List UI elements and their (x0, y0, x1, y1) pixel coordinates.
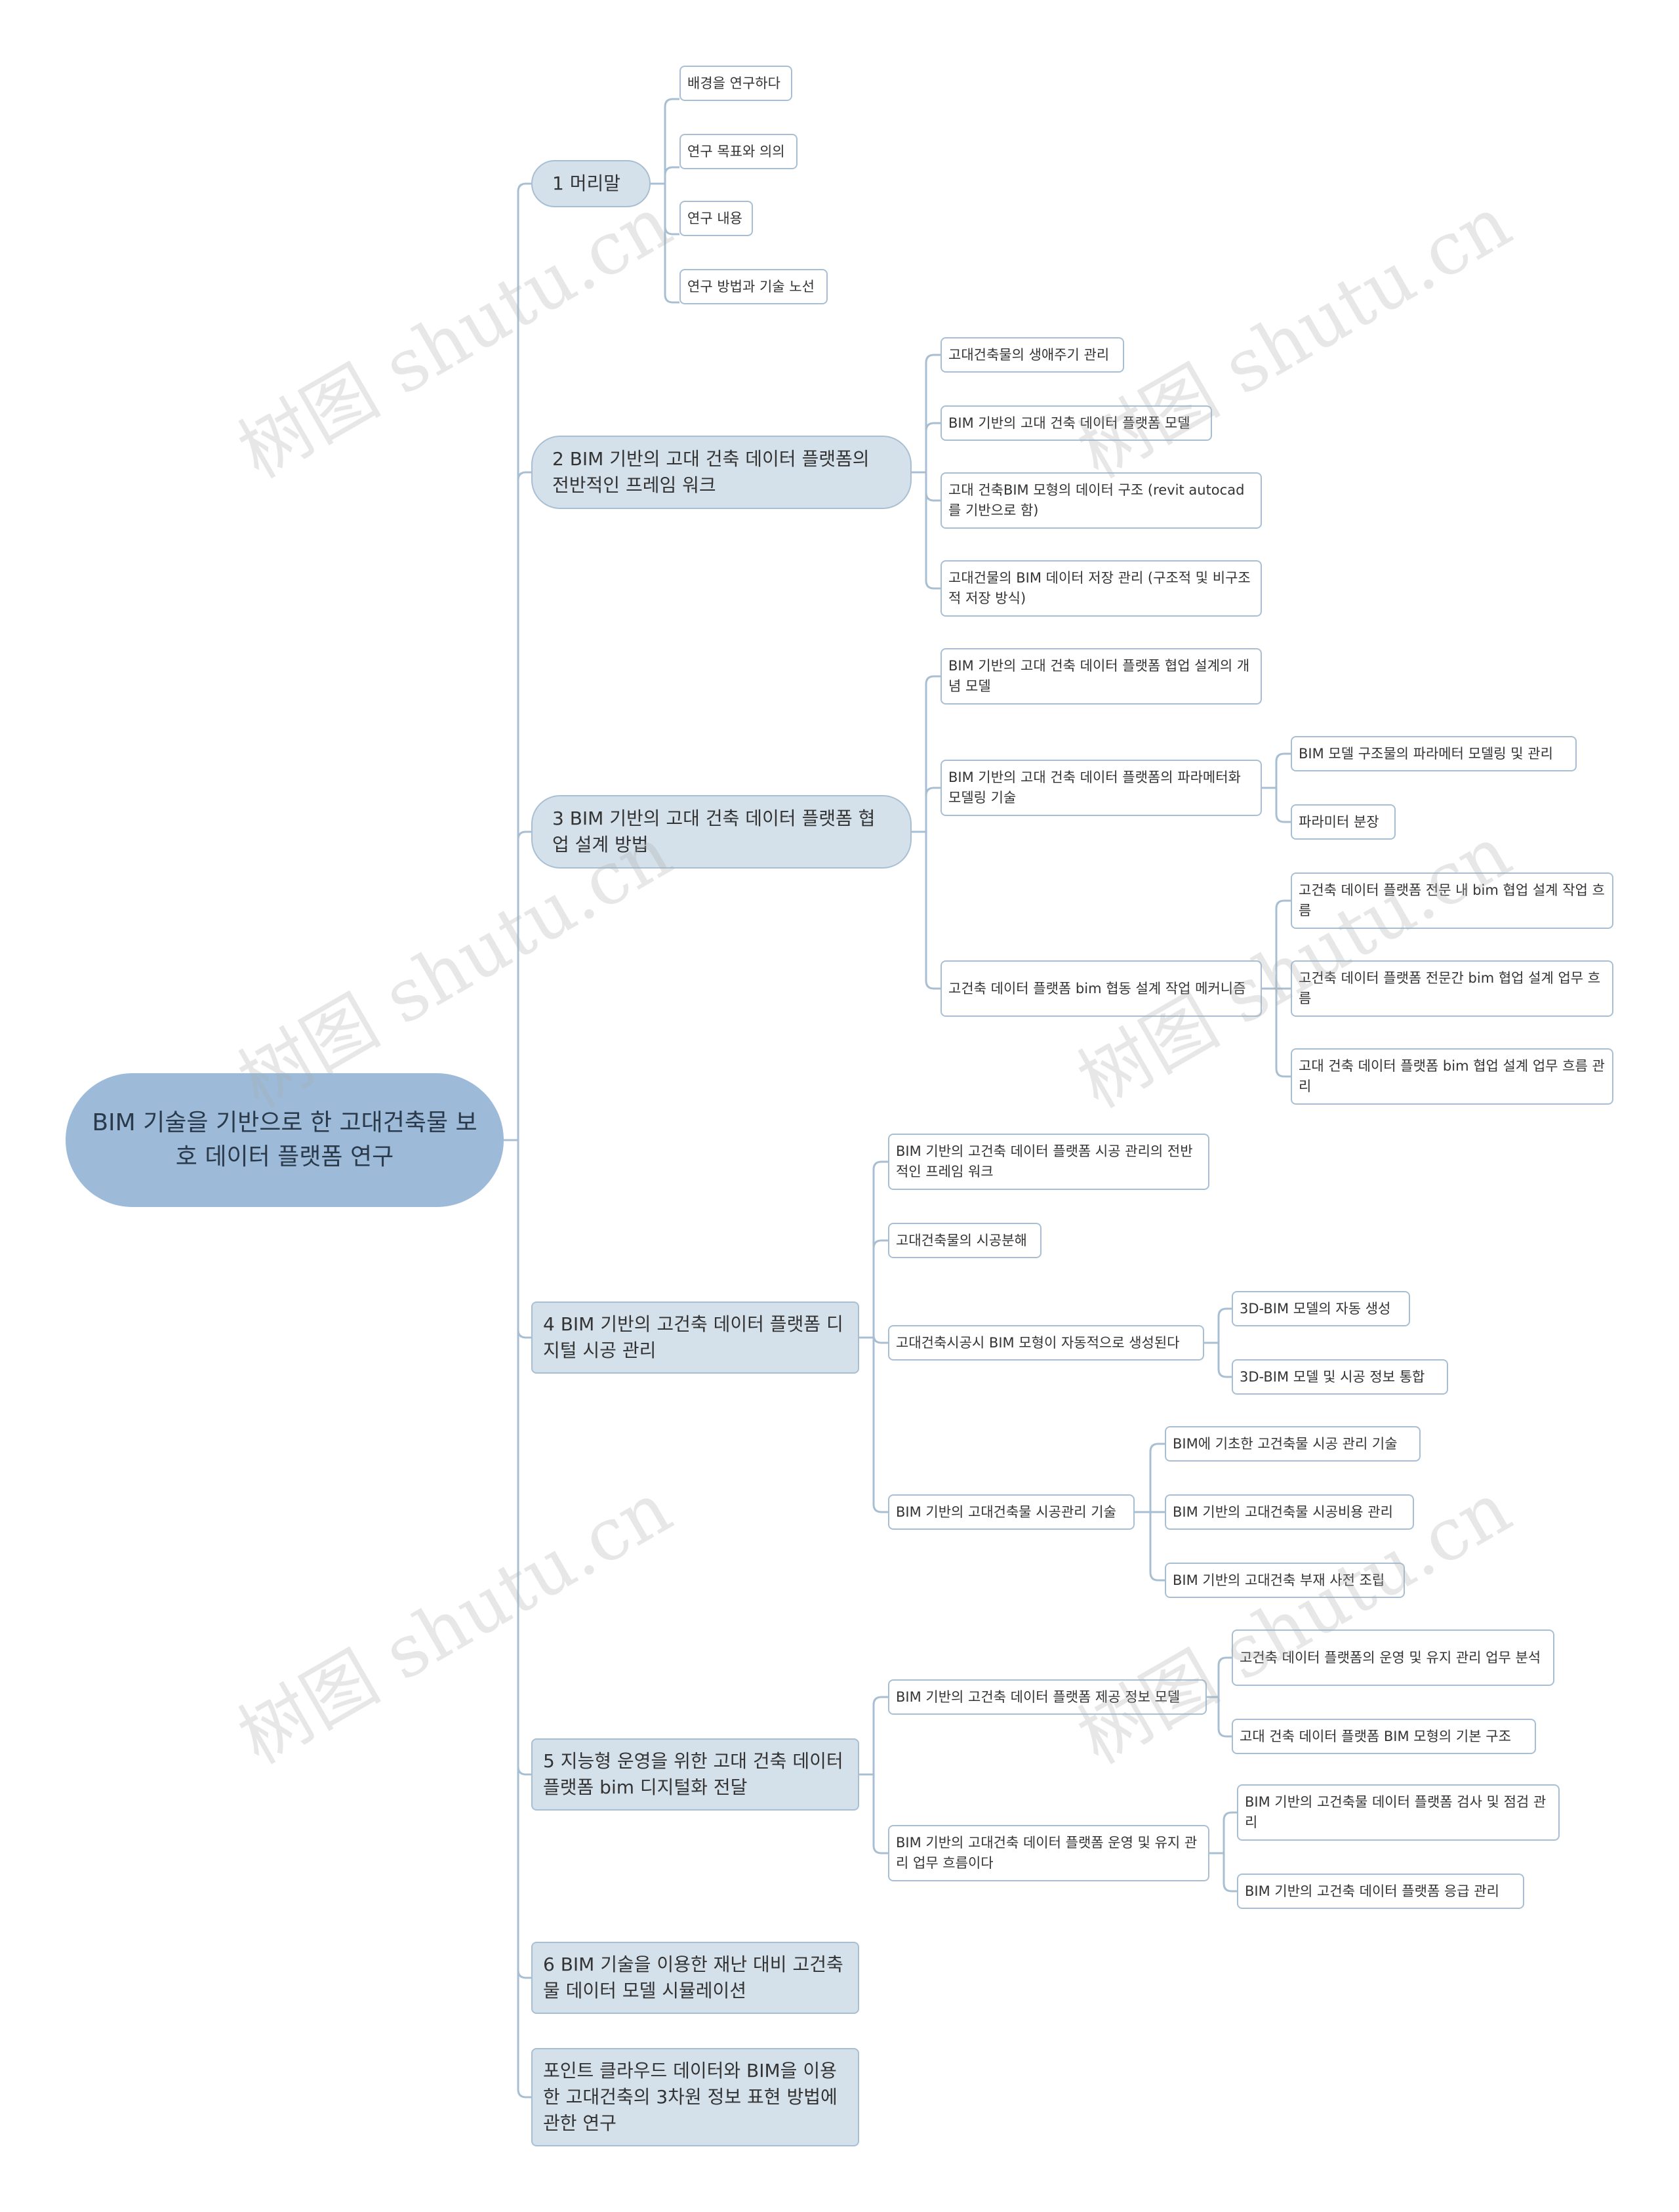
connector-line (925, 422, 941, 472)
leaf-cooperation-mechanism[interactable]: 고건축 데이터 플랫폼 bim 협동 설계 작업 메커니즘 (941, 960, 1262, 1017)
connector-line (1217, 1343, 1232, 1378)
connector-line (1223, 1853, 1237, 1893)
leaf-data-structure[interactable]: 고대 건축BIM 모형의 데이터 구조 (revit autocad를 기반으로… (941, 472, 1262, 529)
leaf-construction-tech[interactable]: BIM 기반의 고대건축물 시공관리 기술 (888, 1494, 1135, 1530)
connector-line (517, 1140, 531, 2099)
connector-line (872, 1239, 888, 1338)
leaf-inter-discipline-workflow[interactable]: 고건축 데이터 플랫폼 전문간 bim 협업 설계 업무 흐름 (1291, 960, 1613, 1017)
leaf-intra-discipline-workflow[interactable]: 고건축 데이터 플랫폼 전문 내 bim 협업 설계 작업 흐름 (1291, 872, 1613, 929)
leaf-concept-model[interactable]: BIM 기반의 고대 건축 데이터 플랫폼 협업 설계의 개념 모델 (941, 648, 1262, 705)
leaf-parameter-management[interactable]: BIM 모델 구조물의 파라메터 모델링 및 관리 (1291, 736, 1577, 771)
connector-line (517, 1140, 531, 1339)
branch-disaster-simulation[interactable]: 6 BIM 기술을 이용한 재난 대비 고건축물 데이터 모델 시뮬레이션 (531, 1942, 859, 2014)
connector-line (1149, 1443, 1165, 1512)
connector-line (664, 166, 679, 184)
connector-line (1275, 989, 1291, 1078)
connector-line (872, 1334, 888, 1344)
leaf-research-background[interactable]: 배경을 연구하다 (679, 66, 792, 101)
leaf-emergency-management[interactable]: BIM 기반의 고건축 데이터 플랫폼 응급 관리 (1237, 1874, 1524, 1909)
leaf-prefabrication[interactable]: BIM 기반의 고대건축 부재 사전 조립 (1165, 1563, 1405, 1598)
leaf-parameter-assignment[interactable]: 파라미터 분장 (1291, 804, 1396, 840)
branch-introduction[interactable]: 1 머리말 (531, 160, 651, 207)
leaf-3d-bim-auto[interactable]: 3D-BIM 모델의 자동 생성 (1232, 1291, 1410, 1326)
connector-line (1217, 1656, 1232, 1697)
connector-line (517, 471, 531, 1140)
leaf-construction-decomposition[interactable]: 고대건축물의 시공분해 (888, 1223, 1042, 1258)
connector-line (517, 1140, 531, 1979)
connector-line (925, 675, 941, 832)
connector-line (872, 1774, 888, 1854)
connector-line (872, 1696, 888, 1774)
leaf-maintenance-analysis[interactable]: 고건축 데이터 플랫폼의 운영 및 유지 관리 업무 분석 (1232, 1629, 1554, 1686)
root-topic[interactable]: BIM 기술을 기반으로 한 고대건축물 보호 데이터 플랫폼 연구 (66, 1073, 504, 1207)
leaf-research-goals[interactable]: 연구 목표와 의의 (679, 134, 798, 169)
branch-point-cloud[interactable]: 포인트 클라우드 데이터와 BIM을 이용한 고대건축의 3차원 정보 표현 방… (531, 2048, 859, 2146)
leaf-research-content[interactable]: 연구 내용 (679, 201, 753, 236)
leaf-construction-framework[interactable]: BIM 기반의 고건축 데이터 플랫폼 시공 관리의 전반적인 프레임 워크 (888, 1134, 1209, 1190)
connector-line (872, 1338, 888, 1513)
connector-line (925, 472, 941, 502)
leaf-construction-management-tech[interactable]: BIM에 기초한 고건축물 시공 관리 기술 (1165, 1426, 1421, 1462)
connector-line (1217, 1697, 1232, 1738)
connector-line (925, 787, 941, 832)
leaf-3d-bim-integration[interactable]: 3D-BIM 모델 및 시공 정보 통합 (1232, 1359, 1448, 1395)
leaf-data-storage[interactable]: 고대건물의 BIM 데이터 저장 관리 (구조적 및 비구조적 저장 방식) (941, 560, 1262, 617)
connector-line (1275, 752, 1291, 788)
branch-construction-management[interactable]: 4 BIM 기반의 고건축 데이터 플랫폼 디지털 시공 관리 (531, 1301, 859, 1374)
leaf-operation-workflow[interactable]: BIM 기반의 고대건축 데이터 플랫폼 운영 및 유지 관리 업무 흐름이다 (888, 1825, 1209, 1881)
connector-line (1275, 899, 1291, 989)
leaf-cost-management[interactable]: BIM 기반의 고대건축물 시공비용 관리 (1165, 1494, 1414, 1530)
leaf-parametric-modeling[interactable]: BIM 기반의 고대 건축 데이터 플랫폼의 파라메터화 모델링 기술 (941, 760, 1262, 816)
connector-line (1275, 788, 1291, 823)
connector-line (925, 354, 941, 472)
branch-digital-delivery[interactable]: 5 지능형 운영을 위한 고대 건축 데이터 플랫폼 bim 디지털화 전달 (531, 1738, 859, 1811)
connector-line (664, 184, 679, 304)
connector-line (1149, 1512, 1165, 1582)
connector-line (1217, 1307, 1232, 1343)
connector-line (1223, 1811, 1237, 1853)
leaf-workflow-management[interactable]: 고대 건축 데이터 플랫폼 bim 협업 설계 업무 흐름 관리 (1291, 1048, 1613, 1105)
leaf-auto-generated-model[interactable]: 고대건축시공시 BIM 모형이 자동적으로 생성된다 (888, 1325, 1204, 1361)
connector-line (872, 1160, 888, 1338)
connector-line (925, 832, 941, 990)
branch-collaborative-design[interactable]: 3 BIM 기반의 고대 건축 데이터 플랫폼 협업 설계 방법 (531, 795, 912, 869)
connector-line (664, 184, 679, 236)
connector-line (517, 182, 531, 1140)
leaf-model-basic-structure[interactable]: 고대 건축 데이터 플랫폼 BIM 모형의 기본 구조 (1232, 1719, 1536, 1754)
connector-line (517, 830, 531, 1140)
connector-line (664, 98, 679, 184)
leaf-information-model[interactable]: BIM 기반의 고건축 데이터 플랫폼 제공 정보 모델 (888, 1679, 1207, 1715)
leaf-lifecycle-management[interactable]: 고대건축물의 생애주기 관리 (941, 337, 1124, 373)
leaf-platform-model[interactable]: BIM 기반의 고대 건축 데이터 플랫폼 모델 (941, 405, 1212, 441)
leaf-research-methods[interactable]: 연구 방법과 기술 노선 (679, 269, 828, 304)
connector-line (925, 472, 941, 590)
branch-framework[interactable]: 2 BIM 기반의 고대 건축 데이터 플랫폼의 전반적인 프레임 워크 (531, 436, 912, 509)
leaf-inspection-management[interactable]: BIM 기반의 고건축물 데이터 플랫폼 검사 및 점검 관리 (1237, 1784, 1560, 1841)
connector-line (517, 1140, 531, 1776)
